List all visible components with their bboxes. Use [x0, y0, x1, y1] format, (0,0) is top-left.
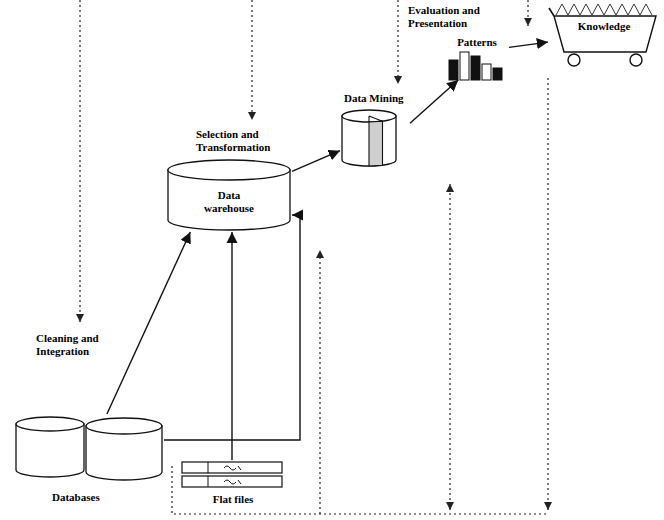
flow-arrow	[231, 232, 232, 460]
cylinder-top	[342, 110, 396, 122]
cylinder-top	[16, 417, 84, 431]
flow-arrow	[164, 215, 300, 440]
file-record	[182, 462, 282, 473]
flow-arrow	[292, 151, 340, 172]
node-label: Knowledge	[578, 20, 631, 33]
file-record	[182, 476, 282, 487]
cut-edge	[369, 116, 383, 122]
dotted-guide	[397, 0, 398, 84]
cylinder-top	[86, 418, 162, 434]
node-label: Databases	[52, 491, 100, 504]
cylinder-body	[16, 424, 84, 477]
step-label: Evaluation and Presentation	[408, 4, 492, 29]
node-label: Data Mining	[344, 92, 404, 105]
dotted-guide	[251, 0, 252, 120]
dotted-feedback	[319, 250, 320, 514]
file-scribble	[224, 480, 241, 484]
flow-arrow	[509, 42, 548, 47]
cylinder-top	[168, 160, 290, 180]
cart-wheel	[568, 54, 580, 66]
flat-file-group: Flat files	[178, 460, 288, 506]
cut-face	[369, 121, 383, 166]
knowledge-heap	[556, 4, 652, 15]
dotted-feedback	[449, 184, 450, 510]
node-label: Data warehouse	[193, 189, 265, 214]
step-label: Selection and Transformation	[196, 128, 288, 153]
flow-arrow	[107, 232, 190, 414]
pattern-bar	[449, 60, 458, 80]
cart-bin	[554, 16, 656, 52]
cart-wheel	[630, 54, 642, 66]
file-scribble	[224, 466, 241, 470]
task-data-cylinder: Data Mining	[340, 92, 410, 168]
pattern-bar	[482, 64, 491, 80]
file-divider	[208, 476, 209, 487]
knowledge-cart-outline	[548, 2, 660, 70]
flow-arrow	[410, 80, 458, 123]
pattern-bar	[471, 56, 480, 80]
warehouse-cylinder: Data warehouse	[166, 160, 292, 232]
file-divider	[208, 462, 209, 473]
cylinder-body	[342, 116, 396, 166]
node-label: Patterns	[457, 36, 497, 49]
pattern-bar	[493, 68, 502, 80]
cart-handle	[549, 8, 554, 16]
pattern-bar	[460, 52, 469, 80]
database-group: Databases	[12, 414, 164, 506]
dotted-feedback	[547, 78, 548, 510]
pattern-chart: Patterns	[445, 36, 509, 80]
dotted-guide	[527, 0, 528, 26]
node-label: Flat files	[213, 493, 254, 506]
knowledge-cart: Knowledge	[548, 2, 660, 70]
step-label: Cleaning and Integration	[36, 332, 118, 357]
dotted-guide	[79, 0, 80, 322]
